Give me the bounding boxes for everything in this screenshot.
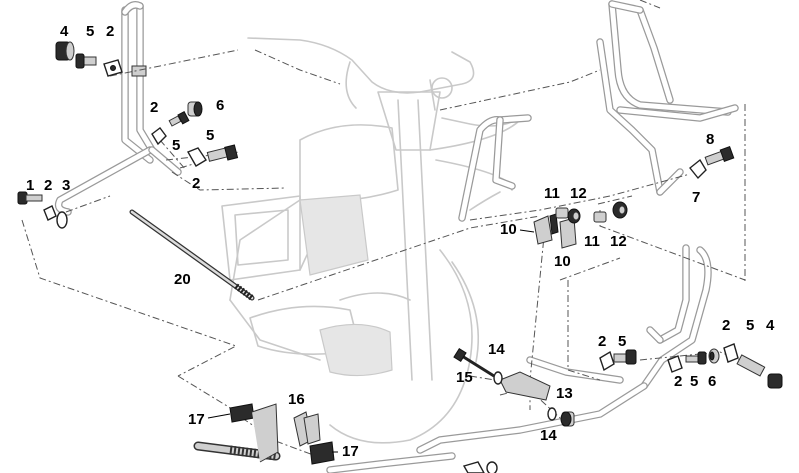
callout-14-a: 14 (488, 341, 505, 358)
callout-2-mid: 2 (150, 99, 158, 116)
fasteners (17, 41, 783, 473)
callout-1: 1 (26, 177, 34, 194)
callout-labels: 4 5 2 2 6 5 5 2 1 2 3 20 8 7 11 12 10 10… (26, 23, 775, 460)
callout-17-b: 17 (342, 443, 359, 460)
callout-2-right: 2 (598, 333, 606, 350)
callout-2-left: 2 (44, 177, 52, 194)
callout-5-low: 5 (690, 373, 698, 390)
callout-4-right: 4 (766, 317, 775, 334)
callout-2-low: 2 (674, 373, 682, 390)
callout-14-b: 14 (540, 427, 557, 444)
callout-13: 13 (556, 385, 573, 402)
callout-6-top: 6 (216, 97, 224, 114)
callout-2-mid2: 2 (192, 175, 200, 192)
callout-5-top: 5 (86, 23, 94, 40)
callout-5-far: 5 (746, 317, 754, 334)
callout-12-a: 12 (570, 185, 587, 202)
callout-10-b: 10 (554, 253, 571, 270)
callout-11-b: 11 (584, 233, 600, 250)
assembly-leader-lines (21, 0, 761, 457)
crash-bar-lower-left (326, 452, 456, 473)
callout-10-a: 10 (500, 221, 517, 238)
crash-bar-upper-left (54, 1, 182, 216)
callout-leaders (207, 229, 535, 453)
callout-2-top: 2 (106, 23, 114, 40)
callout-7: 7 (692, 189, 700, 206)
callout-16: 16 (288, 391, 305, 408)
callout-17-a: 17 (188, 411, 205, 428)
callout-20: 20 (174, 271, 191, 288)
callout-11-a: 11 (544, 185, 560, 202)
crash-bar-center (458, 114, 532, 222)
callout-5-mid: 5 (172, 137, 180, 154)
crash-bar-lower-right (416, 244, 712, 454)
callout-4-top: 4 (60, 23, 69, 40)
callout-3: 3 (62, 177, 70, 194)
callout-8: 8 (706, 131, 714, 148)
callout-5-mid2: 5 (206, 127, 214, 144)
callout-15: 15 (456, 369, 473, 386)
callout-12-b: 12 (610, 233, 627, 250)
callout-5-right: 5 (618, 333, 626, 350)
crash-bar-upper-right (596, 0, 739, 196)
callout-6-low: 6 (708, 373, 716, 390)
motorcycle-outline (221, 37, 529, 444)
callout-2-far: 2 (722, 317, 730, 334)
